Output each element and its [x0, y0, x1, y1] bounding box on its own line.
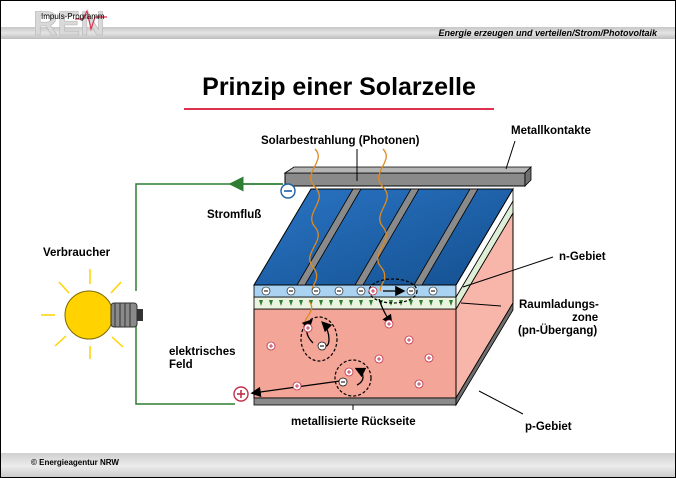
title-underline — [184, 108, 494, 110]
page-title: Prinzip einer Solarzelle — [202, 73, 476, 101]
metal-finger-contacts — [296, 188, 479, 286]
label-metal-contacts: Metallkontakte — [511, 125, 591, 137]
label-space-charge-1: Raumladungs- — [519, 299, 599, 311]
label-photons: Solarbestrahlung (Photonen) — [261, 135, 420, 147]
label-current-flow: Stromfluß — [207, 209, 262, 221]
negative-terminal — [280, 183, 296, 199]
n-region-front — [253, 284, 457, 298]
label-space-charge-2: zone — [572, 312, 599, 324]
electrons-n-layer — [261, 286, 438, 296]
metallized-back-side — [253, 397, 457, 406]
footer-copyright: © Energieagentur NRW — [31, 458, 119, 467]
label-electric-field-2: Feld — [169, 359, 193, 371]
label-space-charge-3: (pn-Übergang) — [518, 325, 598, 337]
electron-hole-pair-p — [300, 316, 372, 397]
ren-logo: REN — [31, 5, 107, 43]
label-electric-field-1: elektrisches — [169, 346, 236, 358]
footer-bar — [1, 453, 675, 477]
metal-contact-bar — [284, 172, 526, 187]
label-back-side: metallisierte Rückseite — [291, 416, 416, 428]
logo-subtitle: Impuls-Programm — [41, 12, 105, 21]
space-charge-zone — [253, 296, 457, 310]
holes-plus-signs — [269, 289, 431, 388]
label-n-region: n-Gebiet — [559, 251, 606, 263]
header-title: Energie erzeugen und verteilen/Strom/Pho… — [438, 28, 657, 38]
circuit-wire — [135, 176, 283, 405]
p-region-front — [253, 308, 457, 399]
light-bulb-icon — [41, 269, 143, 359]
header-bar — [1, 27, 675, 39]
label-p-region: p-Gebiet — [525, 421, 572, 433]
positive-terminal — [233, 386, 249, 402]
label-consumer: Verbraucher — [43, 247, 111, 259]
leader-lines — [352, 140, 554, 415]
